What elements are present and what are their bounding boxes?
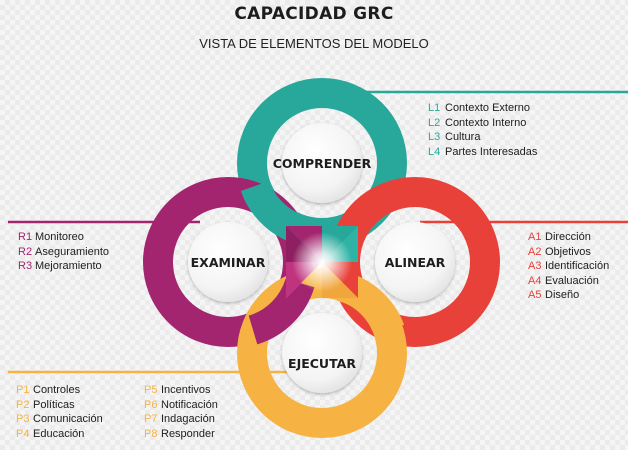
examinar-ring-overlap (248, 278, 315, 345)
examinar-label: EXAMINAR (191, 255, 266, 270)
alinear-label: ALINEAR (385, 255, 446, 270)
central-hub (286, 226, 358, 298)
page-subtitle: VISTA DE ELEMENTOS DEL MODELO (199, 36, 429, 51)
hub-glow (292, 232, 352, 292)
ejecutar-disc (282, 313, 362, 393)
page-title: CAPACIDAD GRC (234, 4, 394, 24)
examinar-disc (188, 222, 268, 302)
alinear-disc (375, 222, 455, 302)
comprender-disc (282, 123, 362, 203)
ejecutar-label: EJECUTAR (288, 356, 356, 371)
comprender-label: COMPRENDER (273, 156, 372, 171)
